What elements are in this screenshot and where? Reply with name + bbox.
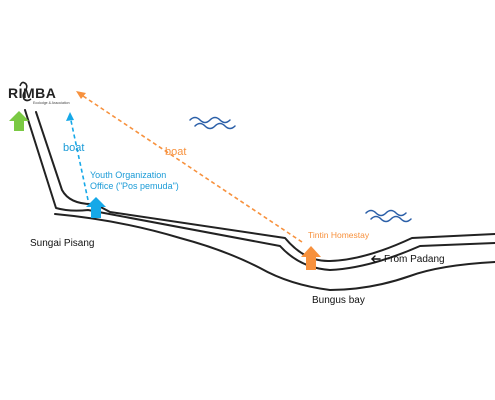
up-arrow-icon [86,197,106,218]
boat-route-blue [69,115,89,201]
logo-hook-mark [19,81,32,102]
arrow-left-icon [371,255,381,263]
bungus-bay-label: Bungus bay [312,295,365,306]
boat-route-orange-arrowhead [76,91,86,99]
from-padang-label: From Padang [384,254,445,265]
youth-office-label-line1: Youth Organization [90,170,166,180]
boat-label-blue: boat [63,142,84,154]
boat-route-blue-arrowhead [66,112,74,121]
bay-lower-curve [54,213,495,291]
rimba-logo: RIMBA Ecolodge & Association [8,81,70,105]
boat-label-orange: boat [165,146,186,158]
wave-icon [365,209,412,223]
logo-tagline: Ecolodge & Association [33,101,70,105]
up-arrow-icon [9,111,29,131]
boat-route-orange [79,93,303,243]
sungai-pisang-label: Sungai Pisang [30,238,95,249]
tintin-homestay-label: Tintin Homestay [308,230,370,240]
wave-icon [189,116,236,130]
youth-office-label-line2: Office ("Pos pemuda") [90,181,179,191]
road-upper-line [24,109,495,271]
logo-name: RIMBA [8,85,56,101]
up-arrow-icon [301,246,321,270]
